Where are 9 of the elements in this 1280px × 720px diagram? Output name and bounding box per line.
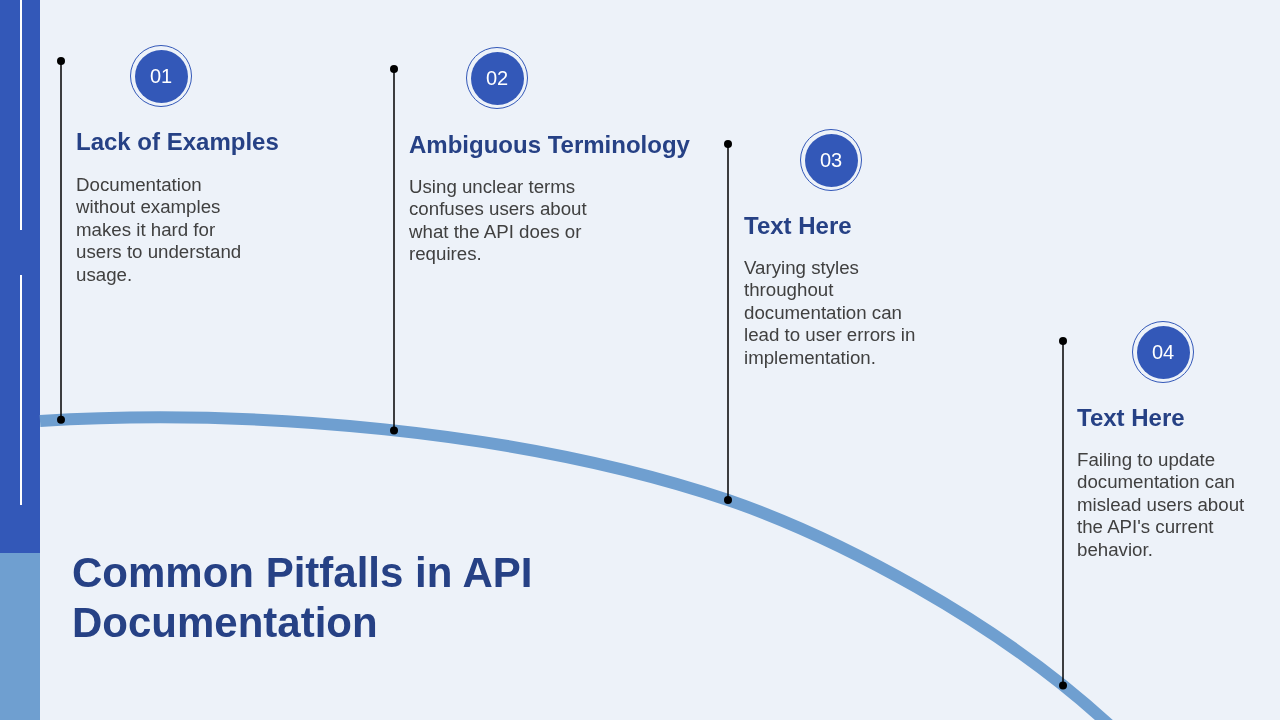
item-description: Using unclear terms confuses users about what the API does or requires. xyxy=(409,176,588,266)
item-description: Failing to update documentation can mislead users about the API's current behavior. xyxy=(1077,449,1246,562)
item-description: Varying styles throughout documentation can lead to user errors in implementation. xyxy=(744,257,917,370)
item-heading: Ambiguous Terminology xyxy=(409,131,690,160)
item-heading: Text Here xyxy=(744,212,852,241)
item-heading: Lack of Examples xyxy=(76,128,279,157)
item-heading: Text Here xyxy=(1077,404,1185,433)
title: Common Pitfalls in API Documentation xyxy=(72,548,534,648)
item-description: Documentation without examples makes it hard for users to understand usage. xyxy=(76,174,243,287)
